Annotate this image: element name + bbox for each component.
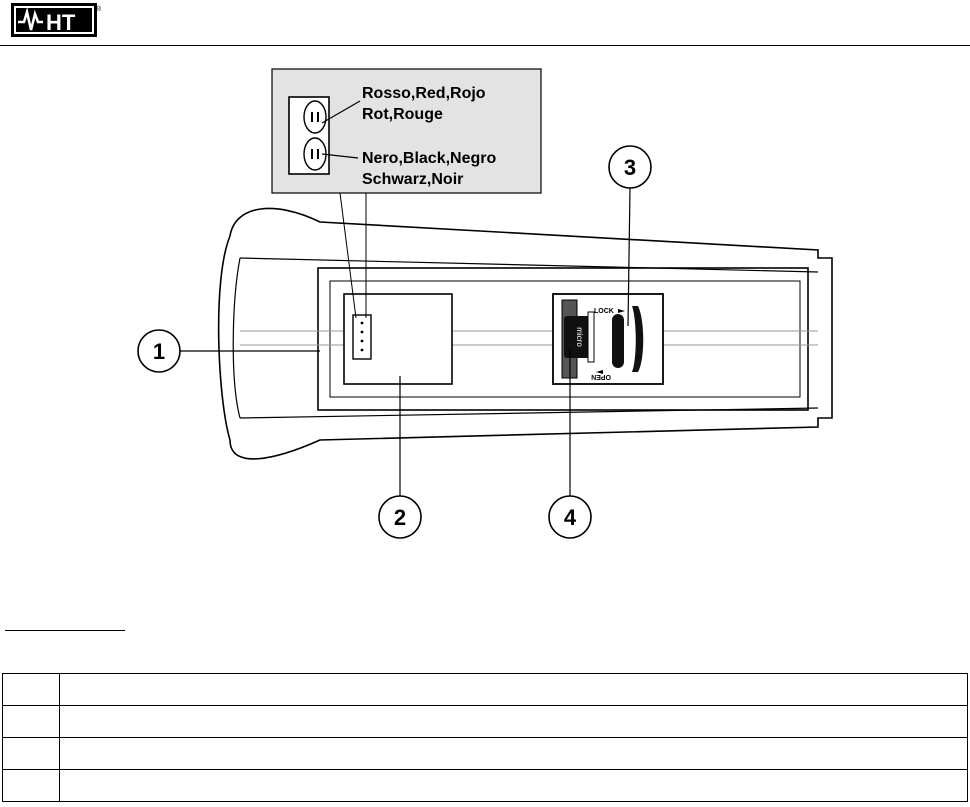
legend-description [59,673,968,706]
legend-heading-underline [5,630,125,631]
callout-red-line1: Rosso,Red,Rojo [362,85,486,102]
legend-description [59,705,968,738]
marker-3-label: 3 [624,155,636,180]
marker-2: 2 [378,376,422,539]
legend-description [59,769,968,802]
marker-1-label: 1 [153,339,165,364]
open-arrow-icon [596,370,603,374]
page-header: HT ® [0,0,970,46]
ht-logo: HT ® [11,3,102,37]
lock-label: LOCK [594,308,614,315]
input-connector-area [343,293,453,385]
callout-black-line1: Nero,Black,Negro [362,150,496,167]
legend-description [59,737,968,770]
lock-arrow-icon [618,309,625,313]
marker-2-label: 2 [394,505,406,530]
connector-callout: Rosso,Red,Rojo Rot,Rouge Nero,Black,Negr… [271,68,542,319]
legend-number [2,737,60,770]
logo-text: HT [46,10,76,35]
callout-red-line2: Rot,Rouge [362,106,443,123]
legend-row [2,769,968,802]
card-label: micro [575,327,584,347]
legend-row [2,737,968,770]
marker-1: 1 [137,329,320,373]
instrument-back-diagram: Rosso,Red,Rojo Rot,Rouge Nero,Black,Negr… [137,68,833,539]
marker-4: 4 [548,350,592,539]
legend-row [2,705,968,738]
logo-registered-mark: ® [96,5,102,13]
marker-4-label: 4 [564,505,577,530]
instrument-body [217,207,833,460]
memory-card-slot: micro LOCK OPEN [552,293,664,385]
legend-number [2,769,60,802]
callout-black-line2: Schwarz,Noir [362,171,463,188]
marker-3: 3 [608,145,652,327]
legend-number [2,705,60,738]
open-label: OPEN [591,373,611,380]
legend-row [2,673,968,706]
legend-number [2,673,60,706]
header-divider [0,45,970,46]
legend-table [2,673,968,802]
